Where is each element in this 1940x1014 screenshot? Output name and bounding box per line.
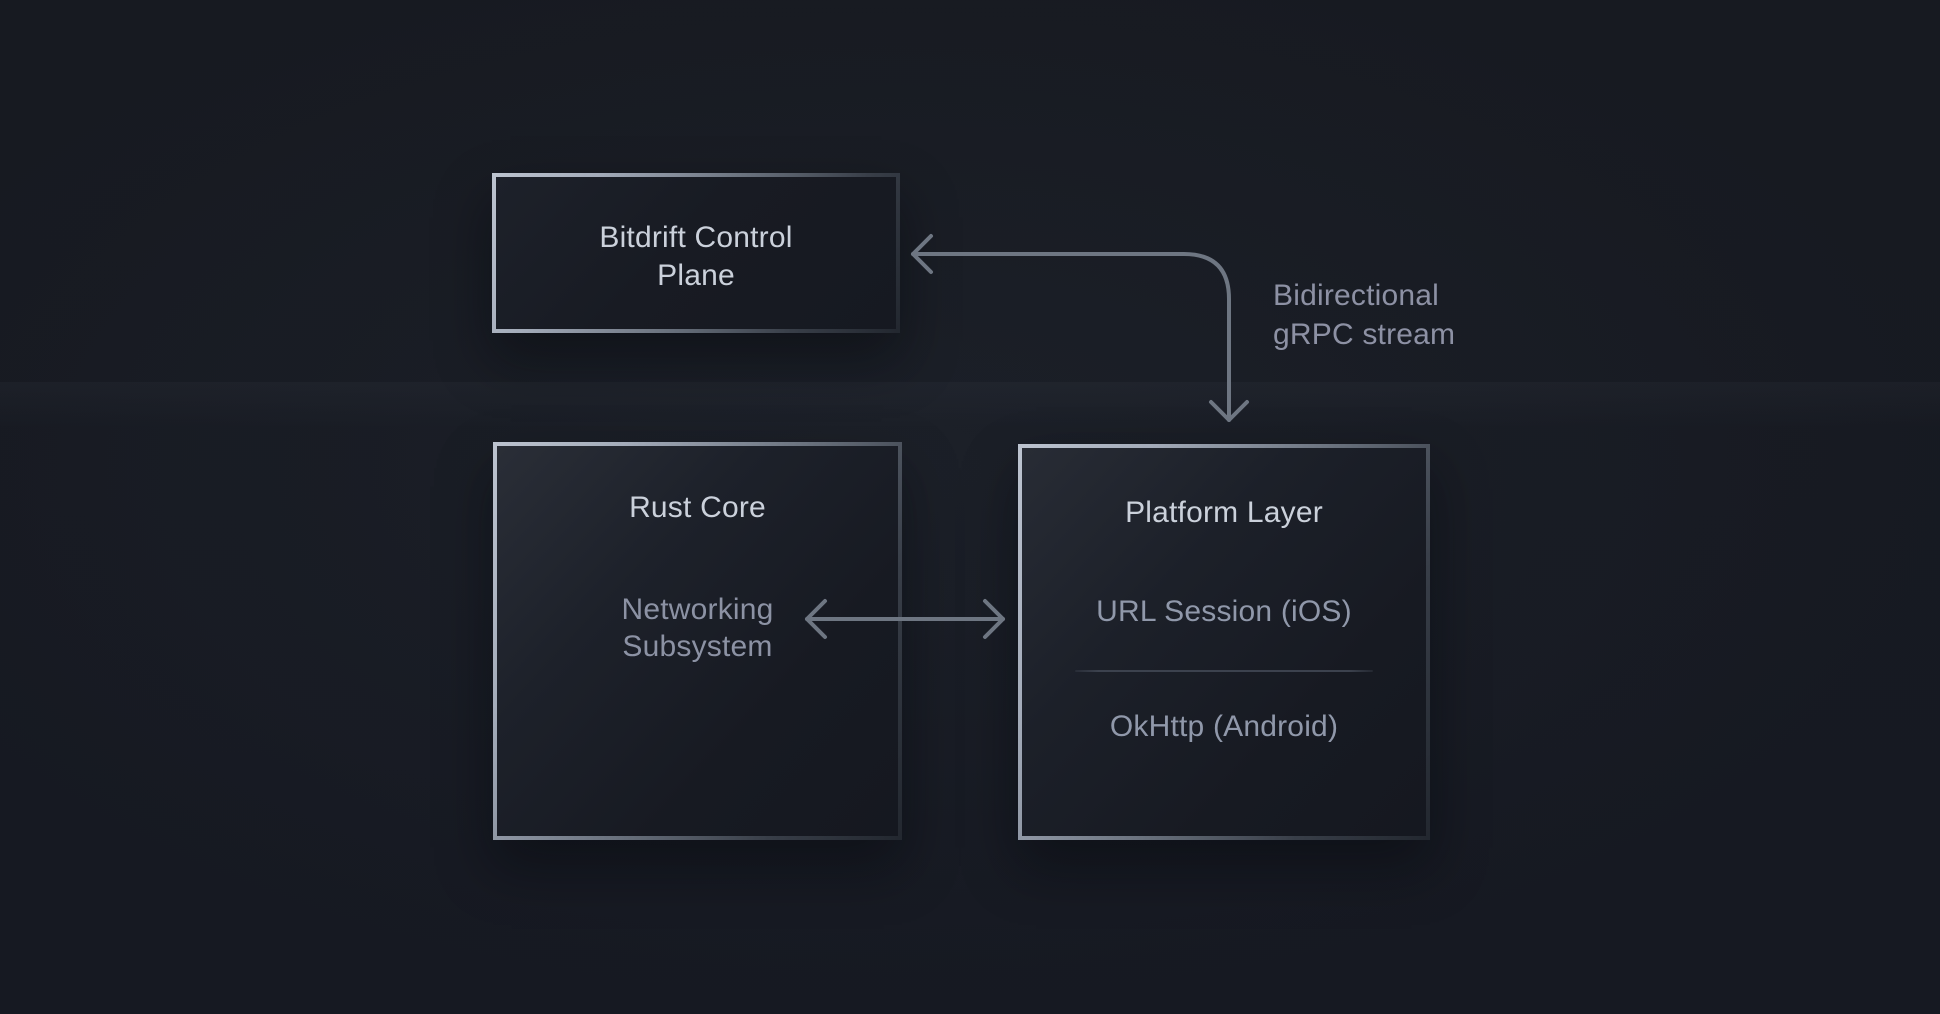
grpc-arrow-line (911, 252, 1231, 422)
node-title-text: Bitdrift Control Plane (599, 221, 793, 292)
node-platform-layer: Platform Layer URL Session (iOS) OkHttp … (1018, 444, 1430, 840)
node-subitem-url-session-ios: URL Session (iOS) (1096, 595, 1352, 628)
arrowhead-left-icon (911, 234, 933, 274)
node-title: Platform Layer (1125, 496, 1323, 529)
edge-label-bidirectional-grpc-stream: Bidirectional gRPC stream (1273, 279, 1456, 351)
node-rust-core: Rust Core Networking Subsystem (493, 442, 902, 840)
node-title: Rust Core (629, 491, 766, 524)
node-subitem-text: Networking Subsystem (621, 593, 774, 663)
node-subitem-okhttp-android: OkHttp (Android) (1109, 710, 1339, 743)
node-title: Bitdrift Control Plane (496, 219, 896, 295)
arrowhead-right-icon (983, 599, 1005, 639)
node-subitem-networking-subsystem: Networking Subsystem (497, 591, 898, 665)
divider-line (1075, 670, 1373, 672)
grpc-bidirectional-arrow (911, 234, 1249, 422)
arrowhead-down-icon (1209, 400, 1249, 422)
background-grain-band (0, 382, 1940, 428)
node-bitdrift-control-plane: Bitdrift Control Plane (492, 173, 900, 333)
